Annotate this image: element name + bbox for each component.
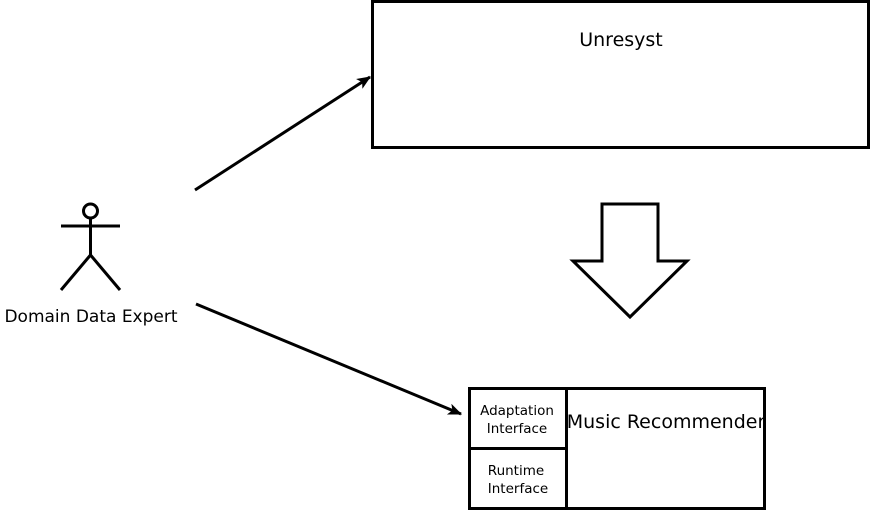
- actor-label: Domain Data Expert: [4, 307, 177, 327]
- adaptation-interface-line2: Interface: [487, 421, 547, 437]
- music-recommender-box: Music Recommender Adaptation Interface R…: [468, 387, 766, 510]
- music-recommender-title: Music Recommender: [567, 411, 766, 433]
- adaptation-interface-box: Adaptation Interface: [468, 387, 568, 450]
- arrow-actor-to-adaptation-interface: [195, 302, 463, 416]
- unresyst-title: Unresyst: [579, 29, 663, 51]
- adaptation-interface-line1: Adaptation: [480, 403, 554, 419]
- actor-stick-figure: [59, 202, 122, 291]
- runtime-interface-box: Runtime Interface: [468, 447, 568, 510]
- arrow-actor-to-unresyst: [194, 75, 371, 192]
- down-block-arrow: [569, 202, 691, 320]
- unresyst-box: Unresyst: [371, 0, 870, 149]
- runtime-interface-line2: Interface: [488, 481, 548, 497]
- runtime-interface-line1: Runtime: [488, 463, 544, 479]
